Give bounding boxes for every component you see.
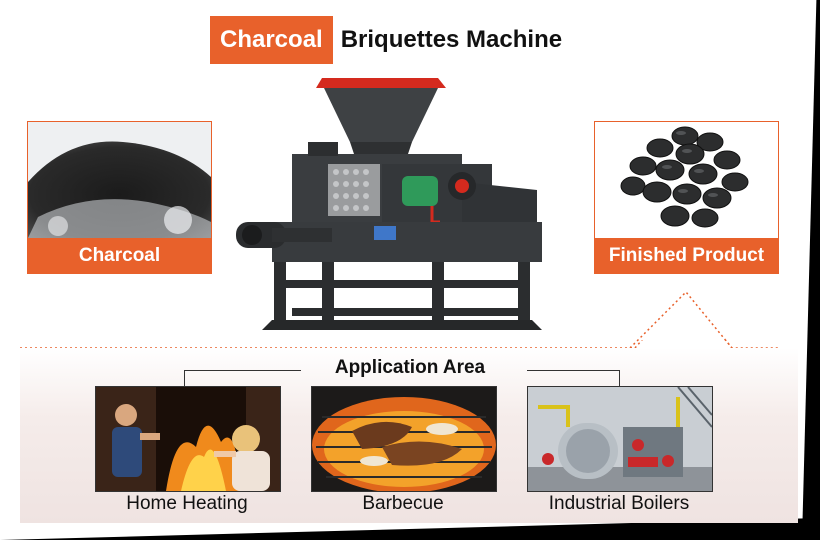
home-heating-image: [95, 386, 281, 492]
frame-shadow-right: [802, 0, 820, 540]
title-highlight: Charcoal: [210, 16, 333, 64]
industrial-boilers-label: Industrial Boilers: [548, 493, 690, 514]
bracket-left: [184, 370, 301, 387]
briquette-machine-image: [232, 72, 562, 334]
briquettes-image: [595, 122, 778, 238]
application-area-title: Application Area: [334, 357, 486, 378]
home-heating-label: Home Heating: [126, 493, 248, 514]
charcoal-powder-image: [28, 122, 211, 238]
dotted-pointer: [629, 290, 733, 349]
finished-product-label: Finished Product: [595, 238, 778, 273]
charcoal-label: Charcoal: [28, 238, 211, 273]
finished-product-card: Finished Product: [594, 121, 779, 274]
page-title: Charcoal Briquettes Machine: [210, 16, 562, 64]
barbecue-label: Barbecue: [362, 493, 444, 514]
bracket-right: [527, 370, 620, 387]
charcoal-card: Charcoal: [27, 121, 212, 274]
industrial-boilers-image: [527, 386, 713, 492]
title-text: Briquettes Machine: [340, 26, 563, 53]
barbecue-image: [311, 386, 497, 492]
